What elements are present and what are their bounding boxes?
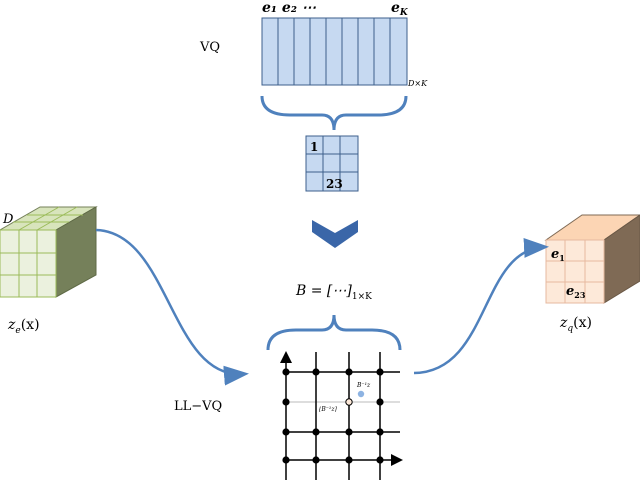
lattice-point <box>345 456 353 464</box>
lattice-point <box>376 398 384 406</box>
vq-label: VQ <box>199 40 220 55</box>
lattice-point <box>345 368 353 376</box>
output-cell-bottom: e23 <box>566 284 586 300</box>
lattice-point <box>376 428 384 436</box>
index-value-bottom: 23 <box>326 177 343 191</box>
llvq-brace <box>266 314 402 351</box>
input-cube <box>0 206 98 298</box>
lattice-point <box>376 456 384 464</box>
projected-point <box>357 390 365 398</box>
output-cell-top: e1 <box>551 247 565 263</box>
input-dim-label: D <box>2 212 14 227</box>
rounded-point-label: ⌊B⁻¹z⌉ <box>319 406 337 413</box>
lattice-point <box>312 368 320 376</box>
matrix-equation: B = [⋯]1×K <box>295 283 372 302</box>
vq-brace <box>260 95 408 131</box>
chevron-down-icon <box>312 220 358 248</box>
codebook-matrix <box>261 17 408 86</box>
llvq-to-output-arrow <box>413 237 549 375</box>
lattice-point <box>282 368 290 376</box>
output-cube <box>544 214 640 304</box>
lattice-points <box>282 368 384 464</box>
lattice-point <box>312 456 320 464</box>
index-value-top: 1 <box>310 140 318 154</box>
lattice-point <box>312 428 320 436</box>
codebook-right-label: eK <box>391 0 409 18</box>
projected-point-label: B⁻¹z <box>356 382 371 389</box>
input-to-llvq-arrow <box>95 228 249 386</box>
codebook-dim-label: D×K <box>407 79 428 88</box>
llvq-label: LL−VQ <box>174 399 222 414</box>
lattice-point <box>282 456 290 464</box>
output-caption: zq(x) <box>559 315 592 334</box>
lattice-point <box>376 368 384 376</box>
rounded-lattice-point <box>345 398 353 406</box>
codebook-left-label: e₁ e₂ ⋯ <box>262 0 317 16</box>
lattice-point <box>345 428 353 436</box>
input-caption: ze(x) <box>7 317 40 336</box>
index-matrix <box>305 135 359 192</box>
lattice-point <box>282 428 290 436</box>
lattice-point <box>282 398 290 406</box>
